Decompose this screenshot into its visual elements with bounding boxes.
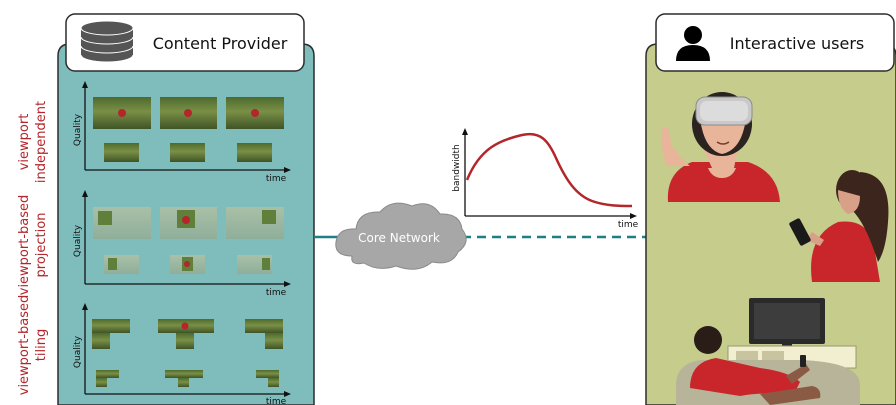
core-network-label: Core Network — [358, 231, 440, 245]
video-frames-low — [104, 255, 272, 274]
x-axis-label: time — [266, 174, 287, 184]
smartphone-user — [789, 170, 889, 282]
video-frames-low — [104, 143, 272, 162]
core-network-cloud: Core Network — [335, 202, 467, 270]
x-axis-label: time — [618, 220, 639, 230]
interactive-users-title: Interactive users — [730, 34, 865, 53]
y-axis-label: Quality — [73, 335, 83, 368]
row-label-line2: projection — [34, 213, 49, 278]
tv-viewer — [676, 298, 860, 405]
content-provider-header: Content Provider — [65, 13, 305, 72]
row-label-line1: viewport — [17, 114, 32, 171]
vr-headset-user — [661, 92, 780, 202]
content-provider-title: Content Provider — [153, 34, 288, 53]
y-axis-label: bandwidth — [452, 144, 462, 191]
row-label-viewport-tiling: viewport-based tiling — [17, 295, 49, 396]
row-label-viewport-independent: viewport independent — [17, 101, 49, 183]
y-axis-label: Quality — [73, 113, 83, 146]
video-tiles-high — [92, 319, 283, 349]
row-label-line2: independent — [34, 101, 49, 183]
video-frames-high — [93, 97, 284, 129]
user-icon — [676, 26, 710, 61]
row-label-line1: viewport-based — [17, 295, 32, 396]
row-label-line2: tiling — [34, 329, 49, 361]
video-tiles-low — [96, 370, 279, 387]
x-axis-label: time — [266, 288, 287, 298]
interactive-users-header: Interactive users — [655, 13, 895, 72]
row-label-line1: viewport-based — [17, 195, 32, 296]
quality-plot-independent: Quality time — [73, 81, 291, 184]
video-frames-high — [93, 207, 284, 239]
y-axis-label: Quality — [73, 224, 83, 257]
x-axis-label: time — [266, 397, 287, 405]
database-icon — [80, 20, 134, 63]
quality-plot-tiling: Quality time — [73, 303, 291, 405]
row-label-viewport-projection: viewport-based projection — [17, 195, 49, 296]
bandwidth-curve — [465, 132, 633, 208]
bandwidth-plot: bandwidth time — [452, 128, 639, 230]
quality-plot-projection: Quality time — [73, 190, 291, 298]
